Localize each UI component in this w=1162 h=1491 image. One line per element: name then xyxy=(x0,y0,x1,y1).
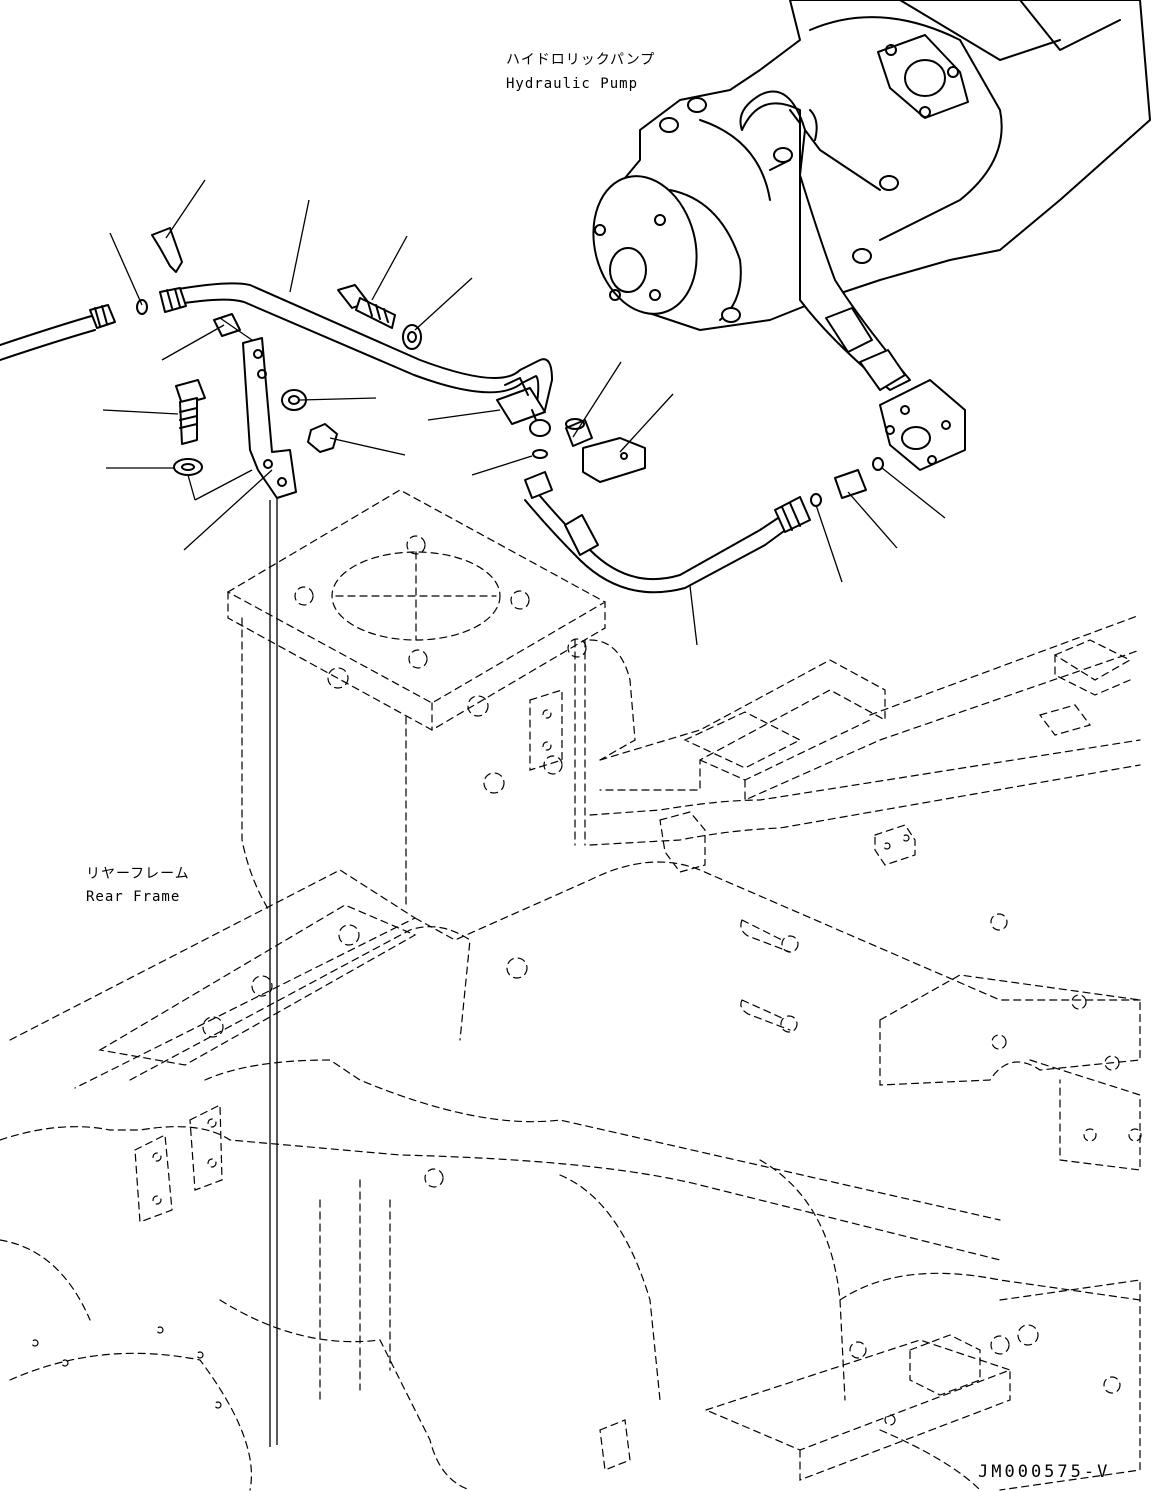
hose-assembly xyxy=(524,471,811,594)
drawing-code: JM000575-V xyxy=(978,1462,1111,1482)
rear-frame-outline xyxy=(0,489,1142,1491)
frame-label-jp: リヤーフレーム xyxy=(86,866,190,882)
callout-leaders xyxy=(102,179,946,646)
pump-label-en: Hydraulic Pump xyxy=(506,76,639,92)
existing-hose-left xyxy=(0,304,116,361)
frame-label-en: Rear Frame xyxy=(86,889,181,905)
hydraulic-pump xyxy=(592,0,1151,471)
pump-label-jp: ハイドロリックパンプ xyxy=(506,52,656,68)
steel-tube xyxy=(159,282,553,411)
clamp-assembly xyxy=(496,377,551,437)
small-parts xyxy=(136,227,884,507)
